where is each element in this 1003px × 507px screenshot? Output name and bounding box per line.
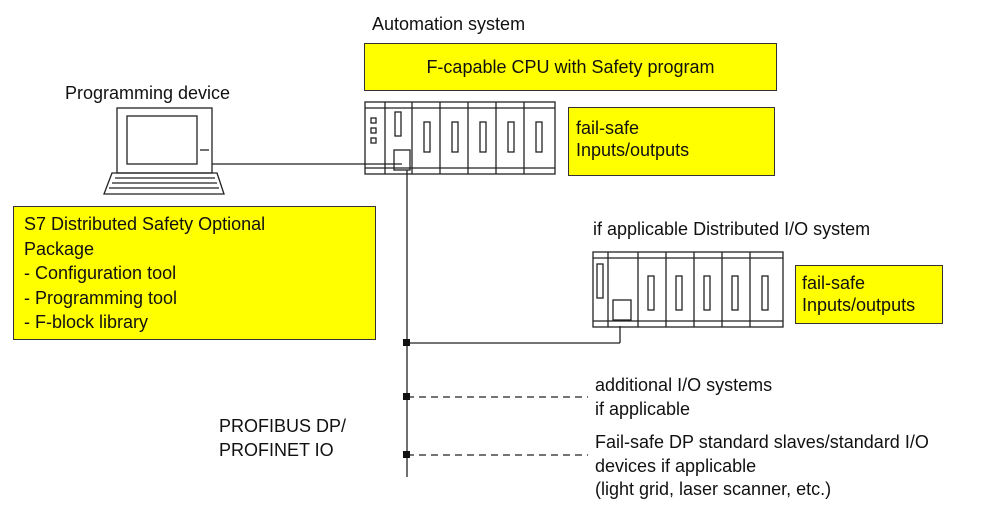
bus-label: PROFIBUS DP/ PROFINET IO bbox=[219, 414, 346, 462]
failsafe-dio-line-2: Inputs/outputs bbox=[802, 295, 916, 315]
bus-line-2: PROFINET IO bbox=[219, 440, 334, 460]
package-line-5: - F-block library bbox=[24, 312, 149, 332]
failsafe-cpu-line-2: Inputs/outputs bbox=[576, 140, 690, 160]
failsafe-cpu-box: fail-safe Inputs/outputs bbox=[568, 107, 775, 176]
package-line-1: S7 Distributed Safety Optional bbox=[24, 214, 266, 234]
additional-io-line-1: additional I/O systems bbox=[595, 375, 773, 395]
failsafe-dio-box: fail-safe Inputs/outputs bbox=[795, 265, 943, 324]
standard-slaves-line-3: (light grid, laser scanner, etc.) bbox=[595, 479, 832, 499]
standard-slaves-line-1: Fail-safe DP standard slaves/standard I/… bbox=[595, 432, 929, 452]
failsafe-cpu-line-1: fail-safe bbox=[576, 118, 640, 138]
package-line-3: - Configuration tool bbox=[24, 263, 177, 283]
plc-rack-icon bbox=[364, 101, 556, 175]
cpu-box: F-capable CPU with Safety program bbox=[364, 43, 777, 91]
automation-system-label: Automation system bbox=[372, 14, 526, 34]
programming-device-label: Programming device bbox=[65, 83, 231, 103]
standard-slaves-line-2: devices if applicable bbox=[595, 455, 757, 476]
distributed-io-label: if applicable Distributed I/O system bbox=[593, 219, 871, 239]
additional-io-label: additional I/O systems if applicable bbox=[595, 373, 772, 421]
computer-icon bbox=[103, 107, 225, 195]
bus-line-1: PROFIBUS DP/ bbox=[219, 416, 347, 436]
failsafe-dio-line-1: fail-safe bbox=[802, 273, 866, 293]
additional-io-line-2: if applicable bbox=[595, 399, 691, 419]
package-line-2: Package bbox=[24, 238, 95, 259]
cpu-label: F-capable CPU with Safety program bbox=[426, 57, 715, 77]
package-box: S7 Distributed Safety Optional Package -… bbox=[13, 206, 376, 340]
distributed-io-rack-icon bbox=[592, 251, 784, 328]
package-line-4: - Programming tool bbox=[24, 287, 178, 308]
standard-slaves-label: Fail-safe DP standard slaves/standard I/… bbox=[595, 431, 929, 502]
